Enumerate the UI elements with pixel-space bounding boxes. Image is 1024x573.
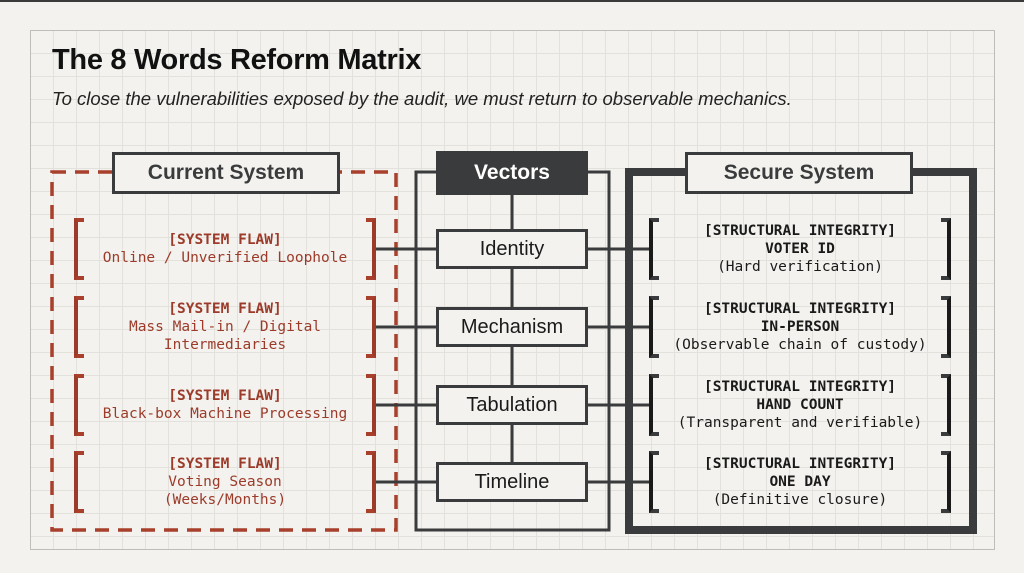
integrity-key: IN-PERSON: [760, 319, 840, 335]
flaw-text: Intermediaries: [163, 337, 287, 353]
system-flaw-item: [SYSTEM FLAW] Online / Unverified Loophol…: [74, 218, 376, 280]
left-bracket: [74, 218, 84, 280]
integrity-key: ONE DAY: [769, 474, 831, 490]
page-title: The 8 Words Reform Matrix: [52, 44, 422, 76]
flaw-tag: [SYSTEM FLAW]: [168, 388, 282, 404]
vector-label: Identity: [479, 237, 545, 260]
current-system-header: Current System: [112, 152, 340, 194]
right-bracket: [941, 374, 951, 436]
flaw-text: (Weeks/Months): [163, 492, 287, 508]
secure-system-header: Secure System: [685, 152, 913, 194]
integrity-key: HAND COUNT: [756, 397, 844, 413]
system-flaw-item: [SYSTEM FLAW] Black-box Machine Processin…: [74, 374, 376, 436]
flaw-text: Black-box Machine Processing: [102, 406, 348, 422]
top-border: [0, 0, 1024, 2]
integrity-tag: [STRUCTURAL INTEGRITY]: [703, 456, 897, 472]
vector-label: Timeline: [474, 470, 550, 493]
right-bracket: [941, 296, 951, 358]
integrity-note: (Definitive closure): [712, 492, 888, 508]
right-bracket: [941, 218, 951, 280]
integrity-tag: [STRUCTURAL INTEGRITY]: [703, 223, 897, 239]
integrity-key: VOTER ID: [765, 241, 835, 257]
right-bracket: [366, 374, 376, 436]
integrity-note: (Hard verification): [717, 259, 883, 275]
structural-integrity-item: [STRUCTURAL INTEGRITY] IN-PERSON (Observ…: [649, 296, 951, 358]
integrity-note: (Transparent and verifiable): [677, 415, 923, 431]
vector-tabulation: Tabulation: [436, 385, 588, 425]
vector-identity: Identity: [436, 229, 588, 269]
left-bracket: [74, 296, 84, 358]
integrity-note: (Observable chain of custody): [673, 337, 927, 353]
left-bracket: [649, 296, 659, 358]
current-system-label: Current System: [147, 161, 305, 184]
left-bracket: [74, 451, 84, 513]
structural-integrity-item: [STRUCTURAL INTEGRITY] ONE DAY (Definiti…: [649, 451, 951, 513]
vectors-header: Vectors: [436, 151, 588, 195]
flaw-text: Mass Mail-in / Digital: [128, 319, 322, 335]
structural-integrity-item: [STRUCTURAL INTEGRITY] VOTER ID (Hard ve…: [649, 218, 951, 280]
secure-system-label: Secure System: [723, 161, 875, 184]
structural-integrity-item: [STRUCTURAL INTEGRITY] HAND COUNT (Trans…: [649, 374, 951, 436]
right-bracket: [366, 296, 376, 358]
vectors-label: Vectors: [474, 161, 550, 184]
left-bracket: [649, 374, 659, 436]
vector-label: Tabulation: [466, 393, 558, 416]
page-subtitle: To close the vulnerabilities exposed by …: [52, 88, 792, 109]
integrity-tag: [STRUCTURAL INTEGRITY]: [703, 301, 897, 317]
left-bracket: [74, 374, 84, 436]
flaw-tag: [SYSTEM FLAW]: [168, 232, 282, 248]
right-bracket: [941, 451, 951, 513]
vector-mechanism: Mechanism: [436, 307, 588, 347]
vector-label: Mechanism: [460, 315, 564, 338]
flaw-text: Online / Unverified Loophole: [102, 250, 348, 266]
left-bracket: [649, 218, 659, 280]
right-bracket: [366, 218, 376, 280]
flaw-text: Voting Season: [168, 474, 282, 490]
vector-timeline: Timeline: [436, 462, 588, 502]
flaw-tag: [SYSTEM FLAW]: [168, 301, 282, 317]
left-bracket: [649, 451, 659, 513]
system-flaw-item: [SYSTEM FLAW] Voting Season (Weeks/Months): [74, 451, 376, 513]
flaw-tag: [SYSTEM FLAW]: [168, 456, 282, 472]
integrity-tag: [STRUCTURAL INTEGRITY]: [703, 379, 897, 395]
right-bracket: [366, 451, 376, 513]
